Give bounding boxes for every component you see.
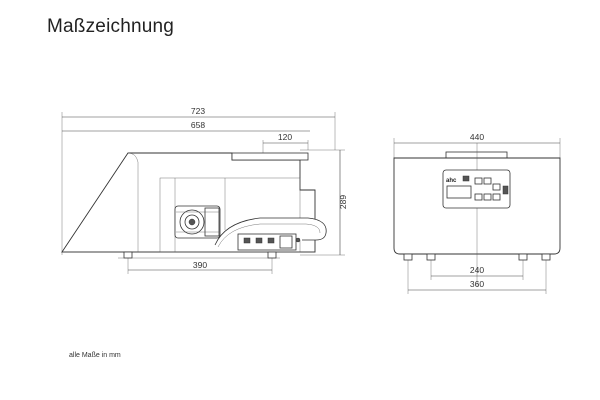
panel-led	[462, 175, 470, 182]
dim-height-label: 289	[338, 195, 348, 209]
dim-feet-inner-label: 240	[470, 265, 484, 275]
panel-display	[446, 185, 472, 199]
dim-feet-label: 390	[193, 260, 207, 270]
front-foot-1	[403, 253, 413, 261]
panel-button-2	[483, 177, 492, 185]
lid-top-front	[445, 151, 508, 159]
front-foot-4	[541, 253, 551, 261]
pump-motor	[174, 205, 221, 239]
inner-frame	[159, 177, 301, 253]
panel-button-4	[474, 193, 483, 201]
panel-button-3	[492, 183, 501, 191]
valve-block	[237, 233, 301, 251]
lid-top	[231, 152, 309, 161]
side-view: 723 658 120 289 390	[61, 106, 348, 274]
page-title: Maßzeichnung	[47, 16, 175, 37]
front-view: 440 ahc 240	[393, 132, 561, 294]
dim-width-label: 440	[470, 132, 484, 142]
foot-right	[267, 251, 277, 259]
panel-button-6	[492, 193, 501, 201]
dim-feet-outer-label: 360	[470, 279, 484, 289]
control-panel: ahc	[442, 169, 511, 209]
units-footnote: alle Maße in mm	[69, 352, 121, 359]
dim-body-label: 658	[191, 120, 205, 130]
foot-left	[123, 251, 133, 259]
panel-button-5	[483, 193, 492, 201]
panel-knob	[502, 185, 509, 195]
panel-logo: ahc	[446, 178, 457, 184]
panel-button-1	[474, 177, 483, 185]
front-foot-3	[518, 253, 528, 261]
dim-overall-label: 723	[191, 106, 205, 116]
front-foot-2	[426, 253, 436, 261]
dim-top-label: 120	[278, 132, 292, 142]
